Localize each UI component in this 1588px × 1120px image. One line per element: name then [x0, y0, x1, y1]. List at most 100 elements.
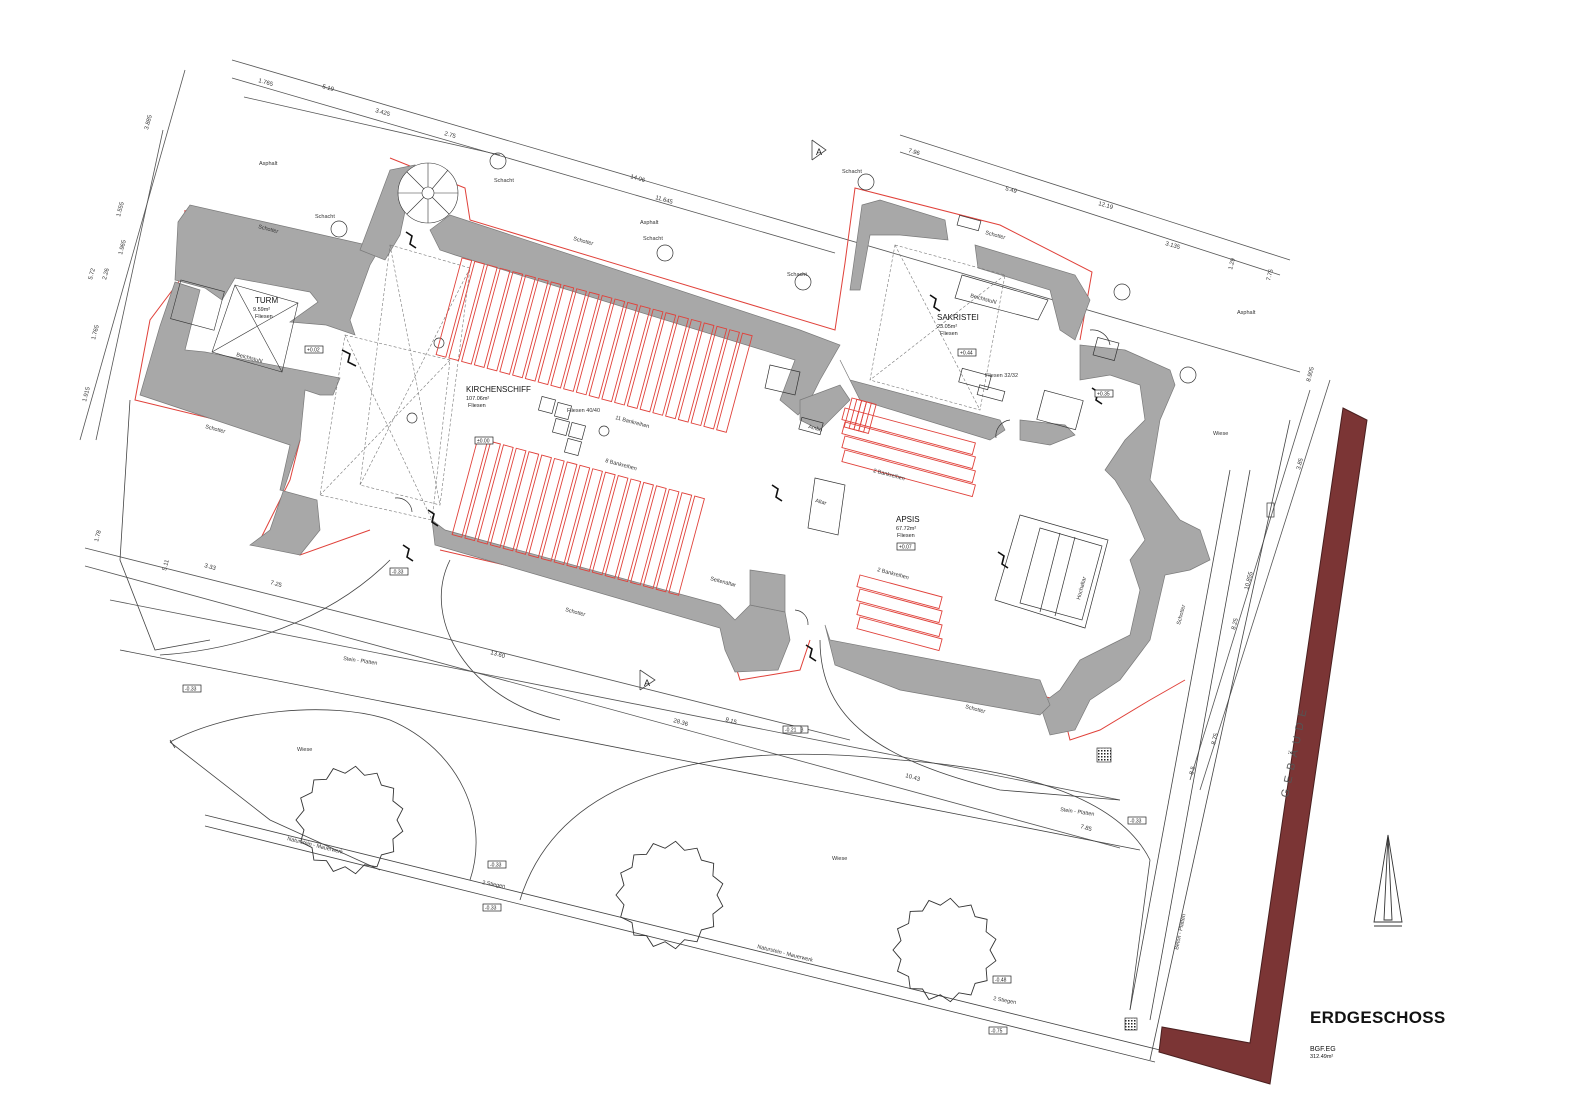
- trees: [295, 765, 997, 1003]
- asphalt-label-2: Asphalt: [640, 220, 659, 226]
- dimension-value: 3.885: [144, 114, 154, 131]
- pew-row-upper: [537, 284, 575, 386]
- turm-area: 9.59m²: [253, 307, 270, 313]
- room-labels: TURM 9.59m² Fliesen KIRCHENSCHIFF 107.06…: [253, 296, 1018, 539]
- dimension-value: 7.96: [907, 148, 921, 157]
- bgf-value: 312.49m²: [1310, 1054, 1334, 1060]
- level-marker: -0.75: [988, 1026, 1008, 1035]
- dimension-value: 7.75: [1266, 268, 1275, 281]
- level-box: [1127, 816, 1147, 825]
- pew-row-apse-upper: [858, 401, 877, 434]
- plan-title: ERDGESCHOSS: [1310, 1008, 1446, 1027]
- pew-row-lower: [464, 440, 501, 542]
- pew-row-upper: [665, 318, 702, 420]
- level-box: [487, 860, 507, 869]
- level-value: +0.35: [1097, 392, 1110, 398]
- naturstein-label-2: Naturstein - Mauerwerk: [757, 944, 814, 964]
- level-markers: ±0.00-0.33-0.33+0.02+0.07-0.33-0.33-0.33…: [182, 345, 1147, 1035]
- schotter-label-5: Schotter: [564, 607, 586, 618]
- dimension-value: 3.33: [203, 563, 217, 572]
- schotter-label-3: Schotter: [984, 230, 1006, 241]
- pew-row-lower: [477, 444, 514, 545]
- pew-row-lower: [642, 488, 680, 589]
- level-value: -0.48: [995, 978, 1007, 984]
- kirchenschiff-floor: Fliesen: [468, 403, 486, 409]
- dimension-value: 11.645: [654, 195, 674, 206]
- pew-row-lower: [579, 471, 616, 572]
- pew-row-upper: [601, 301, 638, 403]
- level-marker: -0.33: [482, 903, 502, 912]
- apsis-name: APSIS: [896, 515, 920, 524]
- pews: [435, 257, 976, 652]
- asphalt-label-3: Asphalt: [1237, 310, 1256, 316]
- pew-row-upper: [512, 277, 549, 379]
- pew-apse-lower: [856, 616, 943, 652]
- level-value: -0.33: [1130, 819, 1142, 825]
- pew-row-upper: [716, 332, 753, 433]
- neighbour-building: [1158, 407, 1368, 1085]
- level-box: [957, 348, 977, 357]
- schotter-label: Schotter: [257, 224, 279, 235]
- level-marker: -0.33: [1127, 816, 1147, 825]
- schotter-label-7: Schotter: [1176, 604, 1187, 626]
- section-mark-a: A: [816, 147, 822, 157]
- dimension-value: 1.78: [94, 529, 103, 542]
- shaft-circles: [330, 152, 1197, 384]
- dimension-value: 5.11: [162, 558, 171, 571]
- schacht-label-2: Schacht: [494, 178, 514, 184]
- tree-icon: [295, 765, 404, 875]
- furniture: [394, 214, 1275, 1031]
- ambo-label: Ambo: [807, 424, 822, 434]
- turm-floor: Fliesen: [255, 314, 273, 320]
- level-value: +0.44: [960, 351, 973, 357]
- dimension-value: 5.19: [321, 84, 335, 93]
- level-box: [482, 903, 502, 912]
- stein-platten-label: Stein - Platten: [343, 656, 378, 667]
- pew-row-lower: [630, 485, 667, 586]
- dimension-value: 10.855: [1244, 571, 1255, 591]
- level-box: [992, 975, 1012, 984]
- pew-apse: [841, 421, 976, 470]
- level-value: -0.33: [392, 570, 404, 576]
- dimension-value: 8.25: [1231, 617, 1240, 630]
- wiese-label-2: Wiese: [832, 856, 847, 862]
- level-value: -0.33: [185, 687, 197, 693]
- altar-label: Altar: [814, 498, 827, 507]
- dimension-value: 3.425: [374, 108, 391, 118]
- level-marker: +0.07: [896, 542, 916, 551]
- beton-platten-label: Beton - Platten: [1174, 914, 1187, 951]
- pew-row-lower: [553, 464, 591, 566]
- pew-row-lower: [668, 495, 705, 596]
- pew-row-upper: [703, 329, 740, 430]
- pew-row-upper: [473, 267, 511, 368]
- bankreihen-8-label: 8 Bankreihen: [604, 458, 637, 472]
- level-box: [988, 1026, 1008, 1035]
- level-marker: -0.33: [487, 860, 507, 869]
- pew-row-lower: [540, 461, 578, 562]
- level-box: [304, 345, 324, 354]
- dimension-value: 14.06: [629, 174, 646, 184]
- section-mark-a-2: A: [644, 678, 650, 688]
- pew-row-upper: [626, 308, 664, 409]
- dimension-value: 1.29: [1228, 257, 1237, 270]
- pew-apse-lower: [856, 574, 943, 610]
- level-box: [182, 684, 202, 693]
- pew-row-upper: [435, 257, 473, 358]
- pew-row-upper: [575, 295, 613, 396]
- level-box: [474, 436, 494, 445]
- dimension-value: 1.555: [116, 201, 126, 218]
- pew-row-upper: [461, 264, 498, 365]
- dimension-value: 1.765: [91, 324, 101, 341]
- kirchenschiff-name: KIRCHENSCHIFF: [466, 385, 531, 394]
- wiese-label: Wiese: [297, 747, 312, 753]
- schotter-label-2: Schotter: [572, 236, 594, 247]
- dimension-value: 12.19: [1097, 201, 1114, 211]
- dimension-value: 5.72: [88, 267, 97, 280]
- pew-row-upper: [614, 305, 651, 406]
- level-marker: ±0.00: [474, 436, 494, 445]
- dimension-value: 8.905: [1306, 366, 1316, 383]
- dimension-value: 8.75: [1211, 732, 1220, 745]
- pew-row-upper: [677, 322, 715, 423]
- step-symbols: [341, 231, 1103, 662]
- pew-apse: [841, 449, 976, 498]
